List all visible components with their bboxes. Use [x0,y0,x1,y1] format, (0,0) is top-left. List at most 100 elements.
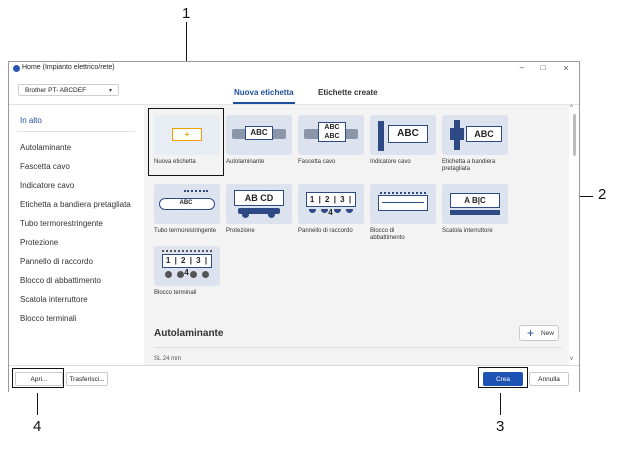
transfer-button[interactable]: Trasferisci... [66,372,108,386]
sidebar-item-faceplate[interactable]: Protezione [20,238,59,247]
callout-2: 2 [598,186,607,203]
tile-label: Pannello di raccordo [298,228,353,234]
num-3: 3 [196,256,202,265]
sidebar-item-cable-flag[interactable]: Indicatore cavo [20,181,75,190]
callout-1: 1 [182,5,191,22]
tile-label: Fascetta cavo [298,159,336,165]
new-button[interactable]: + New [519,325,559,341]
tile-label: Blocco terminali [154,290,197,296]
callout-4-line [37,388,38,415]
num-3: 3 [340,195,346,204]
port-dot [242,214,249,218]
window-title: Home (Impianto elettrico/rete) [22,64,115,71]
sidebar-divider [17,131,135,132]
printer-select[interactable]: Brother PT- ABCDEF ▾ [18,84,119,96]
sidebar-item-patch-panel[interactable]: Pannello di raccordo [20,257,93,266]
highlight-new-label [148,108,224,176]
letter-a: A [464,196,470,205]
chevron-down-icon: ▾ [108,88,112,94]
tile-label: Nuova etichetta [154,159,196,165]
port-row [238,208,280,214]
tile-label: Scatola interruttore [442,228,493,234]
port-dot [321,209,328,213]
callout-3-line [500,385,501,415]
shrink-lines [184,190,208,195]
tile-terminal-block[interactable]: 1 | 2 | 3 | 4 [154,246,220,286]
terminal-screw [165,271,172,278]
terminal-screw [190,271,197,278]
tile-cable-wrap[interactable]: ABC ABC [298,115,364,155]
callout-4: 4 [33,418,42,435]
printer-selected: Brother PT- ABCDEF [25,87,87,94]
num-2: 2 [181,256,187,265]
sidebar-item-breaker-box[interactable]: Scatola interruttore [20,295,88,304]
footer-bar: Apri... Trasferisci... Crea Annulla [9,365,579,393]
label-abc: ABC ABC [318,122,346,142]
label-1234: 1 | 2 | 3 | 4 [162,254,212,277]
title-bar: Home (Impianto elettrico/rete) – □ × [9,62,579,76]
sidebar-item-self-laminating[interactable]: Autolaminante [20,143,72,152]
port-dot [309,209,316,213]
label-abc: ABC [466,126,502,142]
cancel-button[interactable]: Annulla [529,372,569,386]
num-4: 4 [328,208,334,217]
section-divider [154,347,562,348]
label-abc: ABC [245,126,273,140]
minimize-button[interactable]: – [519,63,525,72]
create-button[interactable]: Crea [483,372,523,386]
tile-label: Tubo termorestringente [154,228,217,234]
punch-down-pins [380,192,426,197]
new-button-label: New [541,330,555,337]
tile-punch-down[interactable] [370,184,436,224]
highlight-create-button [478,367,528,388]
label-1234: 1 | 2 | 3 | 4 [306,192,356,217]
open-button[interactable]: Apri... [15,372,63,386]
port-dot [334,209,341,213]
tile-cable-flag[interactable]: ABC [370,115,436,155]
label-abc: ABC [388,125,428,143]
letters-bc: B|C [471,196,486,205]
plus-icon: + [172,128,202,141]
section-title: Autolaminante [154,328,224,339]
port-dot [268,214,275,218]
tile-self-laminating[interactable]: ABC [226,115,292,155]
scroll-up-arrow[interactable]: ^ [570,105,573,111]
sidebar-item-punch-down[interactable]: Blocco di abbattimento [20,276,101,285]
tile-faceplate[interactable]: AB CD [226,184,292,224]
plus-icon: + [527,326,535,340]
num-1: 1 [165,256,172,265]
terminal-screw [177,271,184,278]
maximize-button[interactable]: □ [540,63,546,72]
sidebar: In alto Autolaminante Fascetta cavo Indi… [9,105,144,365]
tile-flag-label[interactable]: ABC [442,115,508,155]
header-divider [9,104,579,105]
scrollbar-thumb[interactable] [573,114,576,156]
tile-patch-panel[interactable]: 1 | 2 | 3 | 4 [298,184,364,224]
tile-label: Blocco di abbattimento [370,228,405,241]
callout-3: 3 [496,418,505,435]
tab-new-label[interactable]: Nuova etichetta [234,88,294,97]
sidebar-item-cable-wrap[interactable]: Fascetta cavo [20,162,70,171]
scroll-down-arrow[interactable]: v [570,356,573,362]
highlight-open-button [12,368,64,388]
sidebar-item-heat-shrink[interactable]: Tubo termorestringente [20,219,103,228]
template-gallery: + Nuova etichetta ABC Autolaminante ABC … [144,105,569,365]
tile-heat-shrink[interactable]: ABC [154,184,220,224]
tile-new-label[interactable]: + [154,115,220,155]
tile-label: Autolaminante [226,159,265,165]
num-4: 4 [184,268,190,277]
sidebar-item-top[interactable]: In alto [20,116,42,125]
close-button[interactable]: × [563,63,569,73]
sidebar-item-flag-label[interactable]: Etichetta a bandiera pretagliata [20,200,131,209]
num-1: 1 [309,195,316,204]
tile-breaker-box[interactable]: A B|C [442,184,508,224]
tab-created-labels[interactable]: Etichette create [318,88,378,97]
label-text-1: ABC [324,124,340,131]
label-abcd: AB CD [234,190,284,206]
sidebar-item-terminal-block[interactable]: Blocco terminali [20,314,77,323]
punch-down-icon [378,195,428,211]
app-window: Home (Impianto elettrico/rete) – □ × Bro… [8,61,580,393]
tile-label: Protezione [226,228,255,234]
terminal-screw [202,271,209,278]
num-2: 2 [325,195,331,204]
